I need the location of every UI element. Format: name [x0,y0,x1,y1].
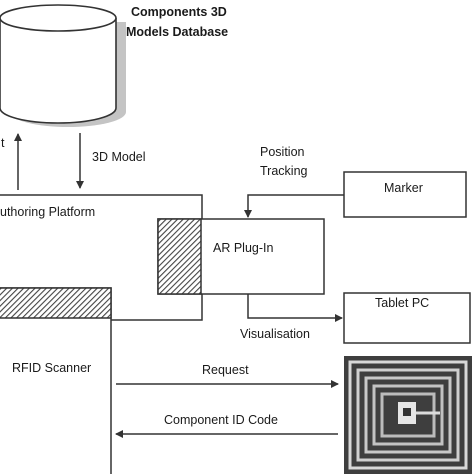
tablet-pc-box [343,292,471,344]
label-position: Position [260,145,305,159]
label-request: Request [202,363,249,377]
database-label-line2: Models Database [126,25,229,39]
authoring-platform-label: uthoring Platform [0,205,96,219]
rfid-scanner-box [0,287,112,474]
database-cylinder [0,4,126,127]
marker-box [343,171,467,218]
rfid-scanner-label: RFID Scanner [12,361,92,375]
label-tracking: Tracking [260,164,308,178]
ar-plugin-hatch [157,218,202,295]
label-3d-model: 3D Model [92,150,146,164]
rfid-tag-image [344,356,472,474]
rfid-scanner-hatch [0,287,112,319]
arrow-position-tracking [244,194,344,218]
label-visualisation: Visualisation [240,327,310,341]
database-label-line1: Components 3D [131,5,227,19]
ar-plugin-label: AR Plug-In [213,241,274,255]
left-arrow-partial-label: t [1,136,5,150]
label-component-id: Component ID Code [164,413,278,427]
tablet-pc-label: Tablet PC [375,296,430,310]
arrow-visualisation [247,294,343,322]
marker-label: Marker [384,181,423,195]
